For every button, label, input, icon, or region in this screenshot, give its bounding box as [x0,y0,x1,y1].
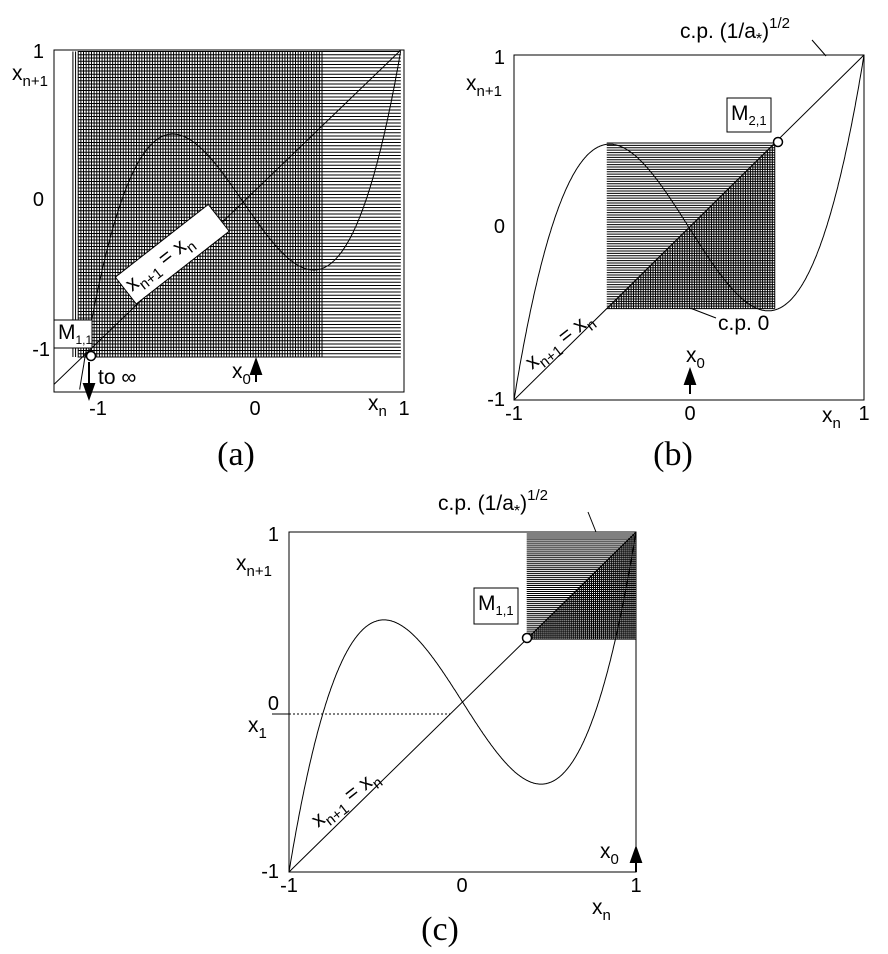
x-tick-c-0: -1 [280,875,298,897]
plot-frame-a [53,49,405,393]
x-axis-label-c: xn [592,896,611,924]
cobweb-a [72,51,401,358]
x0-label-a: x0 [232,360,251,388]
x0-arrow-b [683,367,697,394]
x-tick-b-0: -1 [505,403,523,425]
plot-frame-b [513,54,865,401]
fixed-point-marker-c [521,632,533,644]
y-tick-c-2: -1 [261,861,279,883]
x0-arrow-a [249,357,263,382]
y-axis-label-a: xn+1 [12,62,48,90]
fixed-point-label-box-a [53,319,93,349]
panel-a: -1 0 1 1 0 -1 xn+1 xn xn+1 = xn M1,1 to … [12,41,410,473]
cp-label-b: c.p. (1/a*)1/2 [680,15,790,48]
y-tick-a-0: 1 [33,41,44,63]
map-curve-c [288,531,637,873]
y-tick-b-1: 0 [494,216,505,238]
fixed-point-label-b: M2,1 [731,102,767,128]
cp0-leader-b [689,307,717,319]
cp-leader-b [811,39,827,57]
fixed-point-label-a: M1,1 [58,321,93,347]
x1-label-c: x1 [248,714,267,742]
cobweb-lines [526,531,637,640]
x0-label-c: x0 [600,840,619,868]
caption-c: (c) [421,911,459,948]
y-tick-c-1: 0 [268,693,279,715]
y-axis-label-b: xn+1 [466,72,502,100]
y-axis-label-c: xn+1 [236,552,272,580]
x-tick-b-1: 0 [684,403,695,425]
map-curve-a [79,51,401,390]
y-tick-b-2: -1 [487,389,505,411]
plot-frame-c [288,531,637,873]
caption-b: (b) [653,436,693,473]
x-axis-label-a: xn [368,392,387,420]
x0-arrow-c [629,845,643,872]
identity-line-label-b: xn+1 = xn [521,307,600,378]
identity-line-label-c: xn+1 = xn [307,765,386,836]
x0-label-b: x0 [686,344,705,372]
x-tick-a-2: 1 [398,398,409,420]
cp0-label-b: c.p. 0 [718,312,769,335]
fixed-point-marker-a [85,350,97,362]
escape-label-a: to ∞ [98,366,136,389]
y-tick-a-1: 0 [33,189,44,211]
panel-c: -1 0 1 1 0 -1 xn+1 xn x1 xn+1 = xn M1,1 … [236,487,643,948]
x-tick-a-0: -1 [89,398,107,420]
y-tick-b-0: 1 [494,47,505,69]
fixed-point-label-box-c [473,587,519,625]
identity-line-a [53,49,402,385]
fixed-point-label-box-b [726,97,772,133]
cobweb-c [526,531,637,640]
fixed-point-label-c: M1,1 [478,592,514,618]
fixed-point-marker-b [772,136,784,148]
x-tick-c-1: 0 [456,875,467,897]
identity-line-label-a: xn+1 = xn [114,203,230,305]
map-curve-b [513,54,865,401]
escape-arrow-a [82,362,96,401]
y-tick-c-0: 1 [268,524,279,546]
panel-b: -1 0 1 1 0 -1 xn+1 xn xn+1 = xn M2,1 c.p… [466,15,870,473]
y-tick-a-2: -1 [32,339,50,361]
x-tick-c-2: 1 [630,875,641,897]
cp-leader-c [587,511,597,533]
caption-a: (a) [217,436,255,473]
cobweb-lines [72,51,401,358]
x-axis-label-b: xn [822,404,841,432]
cp-label-c: c.p. (1/a*)1/2 [438,487,548,520]
x-tick-b-2: 1 [858,403,869,425]
x-tick-a-1: 0 [249,398,260,420]
